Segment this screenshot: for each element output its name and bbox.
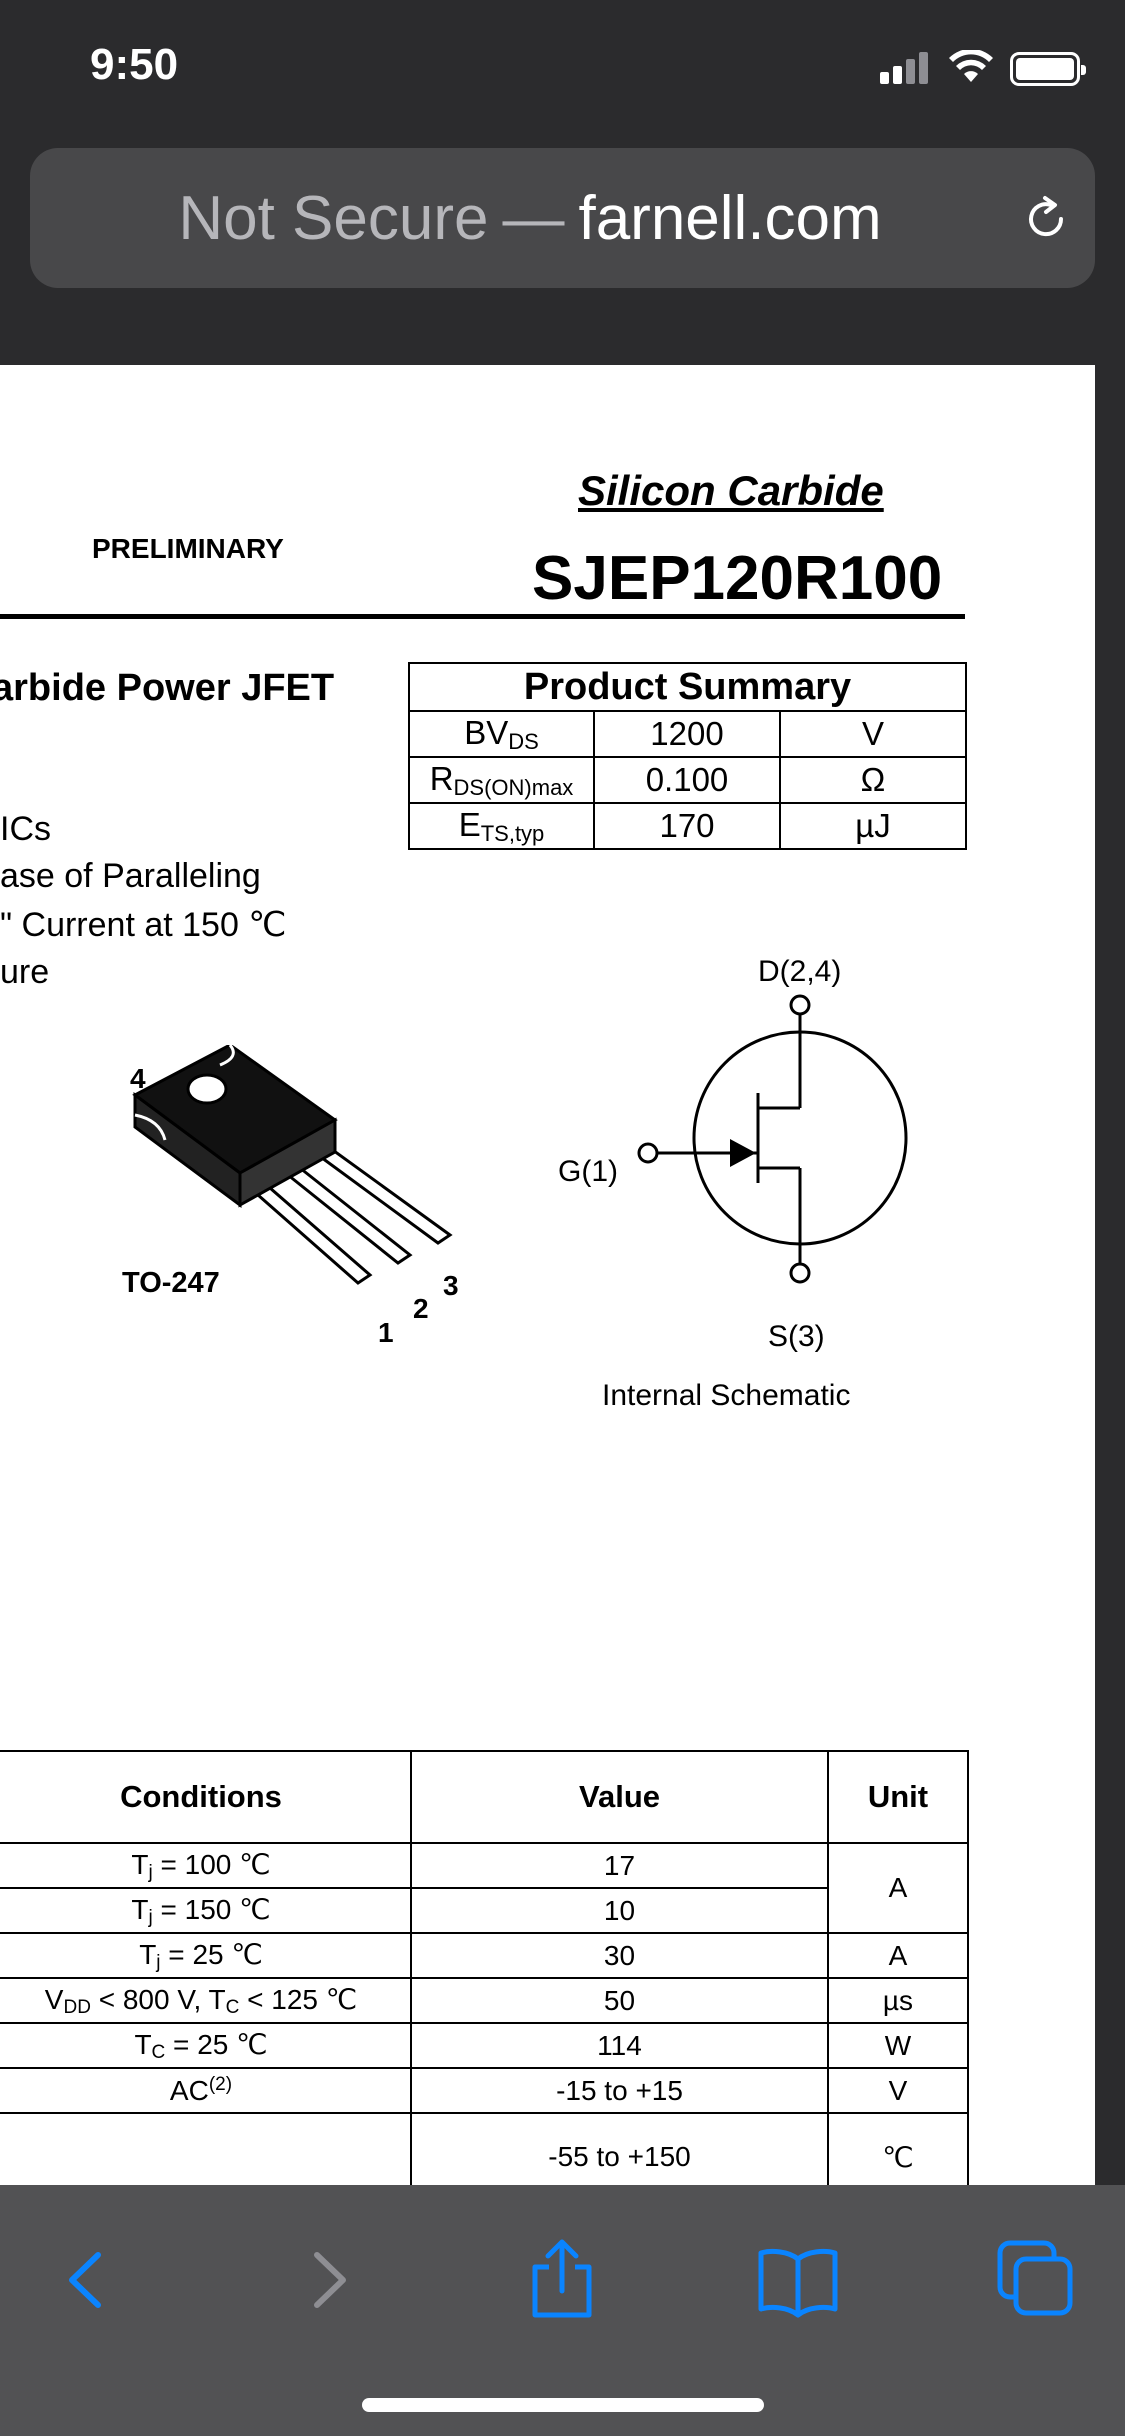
ratings-table: Conditions Value Unit Tj = 100 ℃ 17 A Tj… bbox=[0, 1750, 969, 2185]
unit-cell: A bbox=[827, 1932, 969, 1979]
value-cell: 170 bbox=[593, 802, 781, 850]
reload-icon[interactable] bbox=[1021, 194, 1071, 244]
unit-cell: W bbox=[827, 2022, 969, 2069]
jfet-schematic-symbol bbox=[637, 994, 908, 1284]
pin-label: 3 bbox=[443, 1270, 459, 1301]
product-summary-table: Product Summary BVDS 1200 V RDS(ON)max 0… bbox=[408, 662, 967, 850]
header-rule bbox=[0, 614, 965, 619]
cellular-signal-icon bbox=[880, 52, 932, 84]
condition-cell: TC = 25 ℃ bbox=[0, 2022, 412, 2069]
url-display[interactable]: Not Secure — farnell.com bbox=[30, 148, 1030, 288]
feature-line: ure bbox=[0, 953, 50, 991]
value-cell: -55 to +150 bbox=[410, 2112, 829, 2185]
pin-label: 2 bbox=[413, 1293, 429, 1324]
table-row: Tj = 100 ℃ 17 A bbox=[0, 1842, 969, 1934]
pdf-document[interactable]: PRELIMINARY Silicon Carbide SJEP120R100 … bbox=[0, 365, 1095, 2185]
product-summary-title: Product Summary bbox=[408, 662, 967, 712]
part-number: SJEP120R100 bbox=[532, 544, 943, 613]
pin-label: 1 bbox=[378, 1317, 394, 1348]
unit-cell: V bbox=[827, 2067, 969, 2114]
unit-cell: µs bbox=[827, 1977, 969, 2024]
table-row: -55 to +150 ℃ bbox=[0, 2112, 969, 2185]
value-cell: 114 bbox=[410, 2022, 829, 2069]
status-time: 9:50 bbox=[90, 40, 179, 89]
table-row: ETS,typ 170 µJ bbox=[408, 802, 967, 850]
source-label: S(3) bbox=[768, 1320, 825, 1353]
unit-cell: A bbox=[827, 1842, 969, 1934]
forward-icon[interactable] bbox=[283, 2235, 373, 2325]
to247-package-illustration bbox=[132, 1045, 453, 1285]
param-cell: RDS(ON)max bbox=[408, 756, 595, 804]
condition-cell: Tj = 100 ℃ bbox=[0, 1842, 412, 1889]
value-cell: -15 to +15 bbox=[410, 2067, 829, 2114]
unit-cell: ℃ bbox=[827, 2112, 969, 2185]
feature-line: ICs bbox=[0, 810, 51, 848]
schematic-caption: Internal Schematic bbox=[602, 1379, 851, 1412]
table-row: TC = 25 ℃ 114 W bbox=[0, 2022, 969, 2069]
tabs-icon[interactable] bbox=[990, 2235, 1080, 2325]
browser-address-area: Not Secure — farnell.com bbox=[0, 140, 1125, 330]
value-cell: 50 bbox=[410, 1977, 829, 2024]
unit-cell: V bbox=[779, 710, 967, 758]
back-icon[interactable] bbox=[42, 2235, 132, 2325]
bookmarks-icon[interactable] bbox=[753, 2235, 843, 2325]
share-icon[interactable] bbox=[517, 2235, 607, 2325]
value-cell: 17 bbox=[410, 1842, 829, 1889]
brand-title: Silicon Carbide bbox=[578, 467, 884, 514]
condition-cell: Tj = 25 ℃ bbox=[0, 1932, 412, 1979]
url-separator: — bbox=[502, 183, 565, 253]
value-cell: 0.100 bbox=[593, 756, 781, 804]
param-cell: ETS,typ bbox=[408, 802, 595, 850]
table-row: Tj = 25 ℃ 30 A bbox=[0, 1932, 969, 1979]
table-row: VDD < 800 V, TC < 125 ℃ 50 µs bbox=[0, 1977, 969, 2024]
header-value: Value bbox=[410, 1750, 829, 1844]
value-cell: 10 bbox=[410, 1887, 829, 1934]
drain-label: D(2,4) bbox=[758, 955, 842, 988]
package-name: TO-247 bbox=[122, 1267, 220, 1299]
preliminary-label: PRELIMINARY bbox=[92, 533, 284, 564]
address-bar[interactable]: Not Secure — farnell.com bbox=[30, 148, 1095, 288]
pin-label: 4 bbox=[130, 1063, 146, 1094]
value-cell: 30 bbox=[410, 1932, 829, 1979]
wifi-icon bbox=[949, 50, 993, 82]
condition-cell bbox=[0, 2112, 412, 2185]
table-row: RDS(ON)max 0.100 Ω bbox=[408, 756, 967, 804]
url-domain: farnell.com bbox=[578, 183, 882, 253]
feature-line: ase of Paralleling bbox=[0, 857, 261, 895]
condition-cell: AC(2) bbox=[0, 2067, 412, 2114]
condition-cell: Tj = 150 ℃ bbox=[0, 1887, 412, 1934]
param-cell: BVDS bbox=[408, 710, 595, 758]
table-row: Tj = 150 ℃ 10 bbox=[0, 1887, 968, 1934]
status-bar: 9:50 bbox=[0, 0, 1125, 140]
battery-icon bbox=[1010, 52, 1086, 86]
gate-label: G(1) bbox=[558, 1155, 618, 1188]
table-row: AC(2) -15 to +15 V bbox=[0, 2067, 969, 2114]
feature-line: " Current at 150 ℃ bbox=[0, 906, 287, 944]
value-cell: 1200 bbox=[593, 710, 781, 758]
browser-toolbar bbox=[0, 2185, 1125, 2436]
home-indicator bbox=[362, 2398, 764, 2412]
not-secure-label: Not Secure bbox=[178, 183, 489, 253]
device-heading: arbide Power JFET bbox=[0, 667, 335, 709]
header-conditions: Conditions bbox=[0, 1750, 412, 1844]
table-row: BVDS 1200 V bbox=[408, 710, 967, 758]
condition-cell: VDD < 800 V, TC < 125 ℃ bbox=[0, 1977, 412, 2024]
unit-cell: Ω bbox=[779, 756, 967, 804]
header-unit: Unit bbox=[827, 1750, 969, 1844]
unit-cell: µJ bbox=[779, 802, 967, 850]
